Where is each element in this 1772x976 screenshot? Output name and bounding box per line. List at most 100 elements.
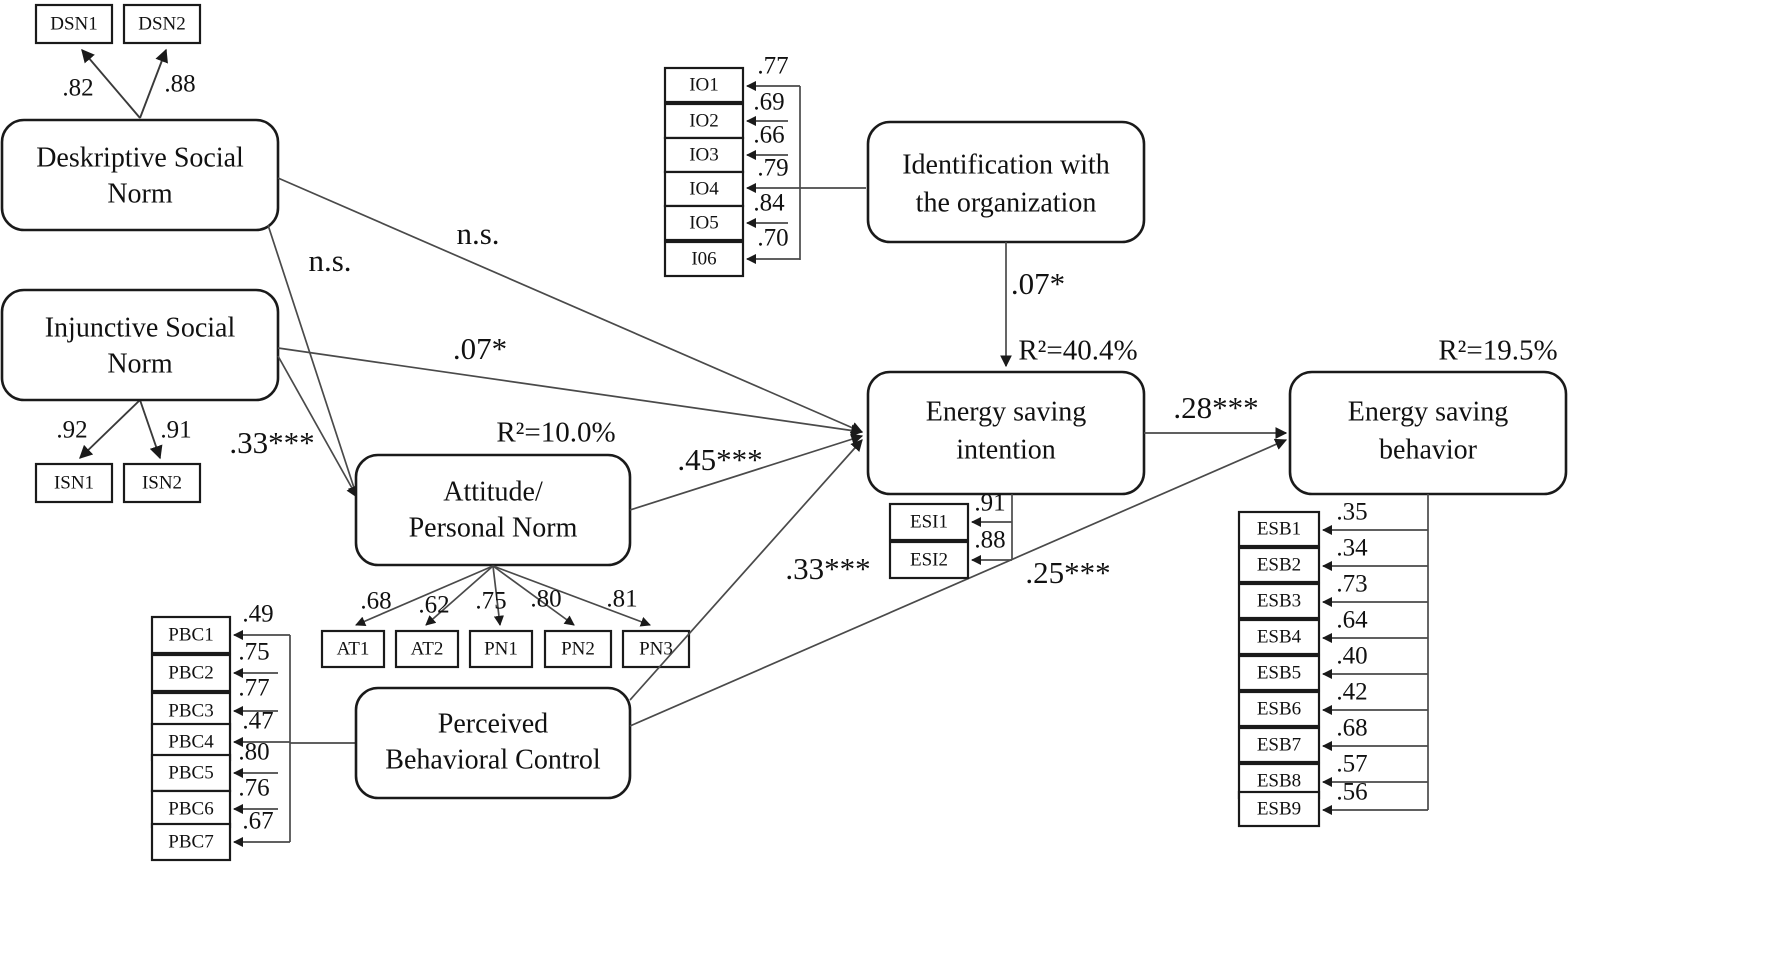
loading-value-io6: .70: [757, 225, 788, 252]
loading-value-io4: .79: [757, 155, 788, 182]
latent-box-isn: [0, 288, 280, 402]
indicator-label-esi2: ESI2: [910, 549, 948, 570]
loading-value-esb6: .42: [1336, 679, 1367, 706]
path-label-dsn-att: n.s.: [308, 243, 351, 278]
loading-value-esi1: .91: [974, 490, 1005, 517]
indicator-box-pbc6: [150, 789, 232, 829]
indicator-box-io1: [663, 66, 745, 104]
indicator-box-pbc5: [150, 753, 232, 793]
path-label-isn-esi: .07*: [453, 331, 507, 366]
indicator-box-pbc1: [150, 615, 232, 655]
latent-label-ido-line1: Identification with: [902, 149, 1110, 180]
indicator-box-esi2: [888, 540, 970, 580]
latent-label-esb-line1: Energy saving: [1348, 396, 1508, 427]
indicator-label-io3: IO3: [689, 144, 719, 165]
loading-value-at1: .68: [360, 588, 391, 615]
loading-value-esb9: .56: [1336, 779, 1367, 806]
indicator-box-pbc7: [150, 822, 232, 862]
latent-label-isn-line2: Norm: [107, 348, 173, 379]
path-label-dsn-esi: n.s.: [456, 216, 499, 251]
indicator-box-esb9: [1237, 790, 1321, 828]
indicator-label-io5: IO5: [689, 212, 719, 233]
loading-value-isn1: .92: [56, 417, 87, 444]
indicator-group-esi: ESI1 ESI2 .91 .88: [888, 490, 1013, 580]
loading-value-dsn2: .88: [164, 71, 195, 98]
indicator-label-esb4: ESB4: [1257, 626, 1302, 647]
indicator-box-dsn1: [34, 3, 114, 45]
path-arrow-att-esi: [629, 433, 864, 511]
indicator-group-isn: ISN1 ISN2 .92 .91: [34, 399, 202, 504]
latent-esi: Energy saving intention R²=40.4%: [866, 335, 1146, 496]
loading-value-pbc6: .76: [238, 775, 269, 802]
indicator-label-esb9: ESB9: [1257, 798, 1301, 819]
indicator-label-esb7: ESB7: [1257, 734, 1301, 755]
loading-value-dsn1: .82: [62, 75, 93, 102]
path-arrow-dsn-esi: [277, 177, 864, 434]
indicator-box-dsn2: [122, 3, 202, 45]
structural-path-ido-esi: .07*: [1000, 242, 1065, 368]
latent-ido: Identification with the organization: [866, 120, 1146, 244]
loading-value-esi2: .88: [974, 527, 1005, 554]
indicator-box-io5: [663, 204, 745, 242]
loading-arrow-pn1: [492, 565, 504, 627]
indicator-box-esb4: [1237, 618, 1321, 656]
loading-value-io2: .69: [753, 89, 784, 116]
indicator-box-esb5: [1237, 654, 1321, 692]
indicator-label-esb2: ESB2: [1257, 554, 1301, 575]
loading-value-pbc2: .75: [238, 639, 269, 666]
path-arrow-pbc-esb: [629, 438, 1288, 727]
indicator-box-at1: [320, 629, 386, 669]
indicator-box-esb1: [1237, 510, 1321, 548]
loading-value-esb1: .35: [1336, 499, 1367, 526]
structural-paths-left: n.s. n.s. .07* .33***: [229, 177, 864, 499]
path-arrow-pbc-esi: [629, 439, 863, 701]
indicator-box-esb6: [1237, 690, 1321, 728]
latent-box-esb: [1288, 370, 1568, 496]
path-arrow-isn-att: [277, 355, 358, 499]
indicator-label-esb8: ESB8: [1257, 770, 1301, 791]
indicator-label-pbc3: PBC3: [168, 700, 213, 721]
latent-box-att: [354, 453, 632, 567]
indicator-label-pbc6: PBC6: [168, 798, 213, 819]
latent-label-pbc-line1: Perceived: [438, 708, 548, 739]
path-label-ido-esi: .07*: [1011, 266, 1065, 301]
indicator-box-at2: [394, 629, 460, 669]
indicator-label-esb5: ESB5: [1257, 662, 1301, 683]
indicator-label-pbc2: PBC2: [168, 662, 213, 683]
loading-value-io3: .66: [753, 122, 784, 149]
indicator-label-pbc4: PBC4: [168, 731, 214, 752]
latent-label-pbc-line2: Behavioral Control: [385, 744, 601, 775]
loading-value-esb8: .57: [1336, 751, 1367, 778]
indicator-label-pn3: PN3: [639, 638, 673, 659]
structural-path-att-esi: .45***: [629, 433, 864, 511]
loading-value-pn3: .81: [606, 586, 637, 613]
indicator-label-dsn2: DSN2: [138, 13, 186, 34]
path-label-att-esi: .45***: [677, 442, 762, 477]
indicator-box-io3: [663, 136, 745, 174]
structural-paths-pbc: .33*** .25***: [629, 438, 1288, 727]
loading-value-isn2: .91: [160, 417, 191, 444]
latent-label-isn-line1: Injunctive Social: [45, 312, 236, 343]
latent-label-att-line1: Attitude/: [443, 476, 543, 507]
indicator-label-esb3: ESB3: [1257, 590, 1301, 611]
indicator-label-pbc1: PBC1: [168, 624, 213, 645]
indicator-label-io2: IO2: [689, 110, 719, 131]
loading-value-esb4: .64: [1336, 607, 1368, 634]
path-label-esi-esb: .28***: [1173, 390, 1258, 425]
latent-box-ido: [866, 120, 1146, 244]
loading-value-pbc4: .47: [242, 708, 273, 735]
indicator-box-esb7: [1237, 726, 1321, 764]
loading-value-esb2: .34: [1336, 535, 1368, 562]
indicator-label-at2: AT2: [411, 638, 444, 659]
loading-value-io5: .84: [753, 190, 785, 217]
indicator-label-io4: IO4: [689, 178, 719, 199]
loading-arrow-isn1: [79, 399, 141, 459]
loading-value-pbc5: .80: [238, 739, 269, 766]
indicator-box-pbc2: [150, 653, 232, 693]
structural-path-esi-esb: .28***: [1144, 390, 1288, 439]
latent-box-pbc: [354, 686, 632, 800]
indicator-label-esb1: ESB1: [1257, 518, 1301, 539]
loading-value-esb7: .68: [1336, 715, 1367, 742]
path-label-isn-att: .33***: [229, 425, 314, 460]
